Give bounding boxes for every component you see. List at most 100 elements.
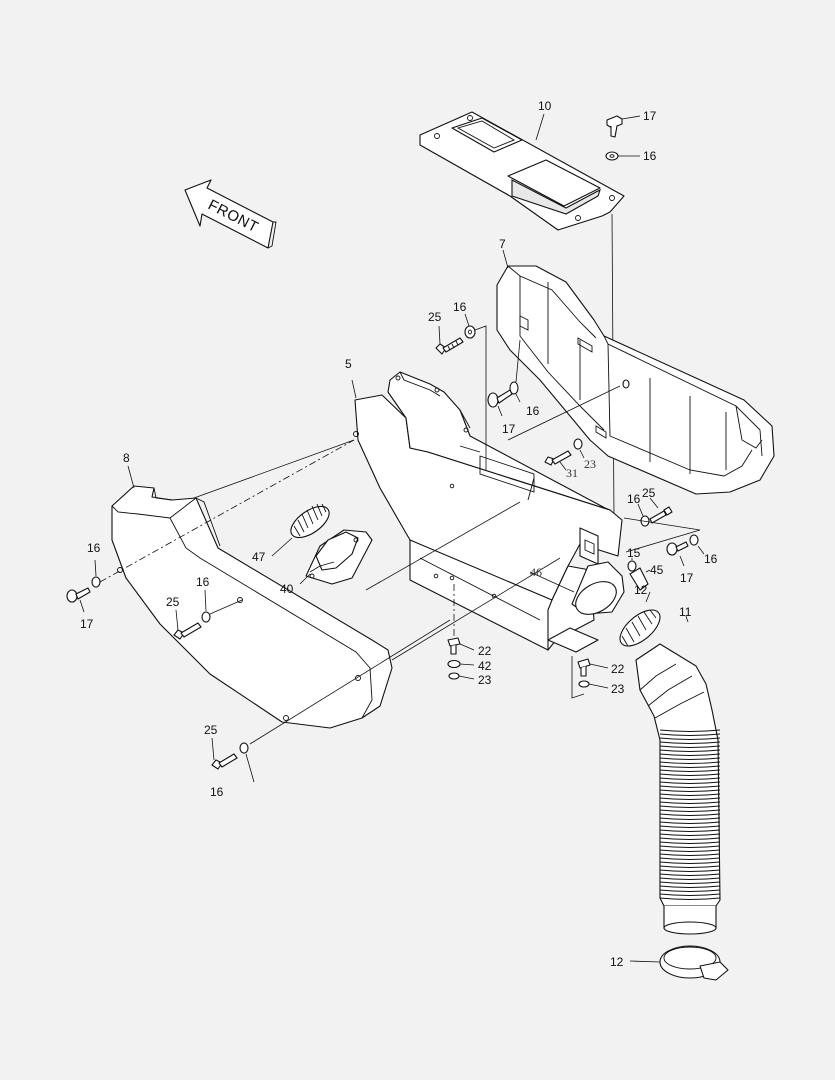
screw-17-mid bbox=[487, 389, 513, 417]
washer-23-center bbox=[448, 672, 475, 680]
callout-16-left: 16 bbox=[87, 541, 101, 555]
washer-16-left-b bbox=[201, 589, 211, 623]
hose-rib bbox=[659, 829, 721, 832]
callout-12-lower: 12 bbox=[610, 955, 624, 969]
callout-17-left: 17 bbox=[80, 617, 94, 631]
bolt-25-left bbox=[173, 609, 202, 640]
hose-rib bbox=[659, 765, 721, 768]
callout-16-bottom: 16 bbox=[210, 785, 224, 799]
callout-12-upper: 12 bbox=[634, 583, 648, 597]
callout-23-right: 23 bbox=[611, 682, 625, 696]
callout-22-right: 22 bbox=[611, 662, 625, 676]
hose-rib bbox=[659, 741, 721, 744]
hose-rib bbox=[659, 885, 721, 888]
assembly-alignment-lines bbox=[99, 439, 561, 745]
callout-25-right: 25 bbox=[642, 486, 656, 500]
callout-16-upper: 16 bbox=[453, 300, 467, 314]
washer-16-bottom bbox=[239, 742, 255, 783]
part-45-bolt bbox=[629, 567, 651, 591]
front-direction-arrow: FRONT bbox=[184, 179, 277, 249]
hose-rib bbox=[659, 833, 721, 836]
screw-head-7 bbox=[622, 379, 630, 389]
callout-labels: 10 17 16 7 25 16 5 16 17 31 23 8 16 25 1… bbox=[80, 99, 718, 969]
callout-47: 47 bbox=[252, 550, 266, 564]
callout-42: 42 bbox=[478, 659, 492, 673]
washer-23-mid bbox=[573, 438, 585, 459]
hose-rib bbox=[659, 825, 721, 828]
callout-16-mid: 16 bbox=[526, 404, 540, 418]
alignment-line-22 bbox=[571, 656, 585, 699]
callout-17-mid: 17 bbox=[502, 422, 516, 436]
part-15-screw bbox=[627, 558, 637, 572]
callout-16-right-b: 16 bbox=[704, 552, 718, 566]
washer-16-right-b bbox=[689, 534, 705, 555]
callout-23-mid: 23 bbox=[584, 457, 596, 471]
bolt-25-upper bbox=[435, 325, 464, 355]
bolt-25-right bbox=[649, 497, 673, 524]
hose-rib bbox=[659, 809, 721, 812]
hose-rib bbox=[659, 857, 721, 860]
hose-rib bbox=[659, 805, 721, 808]
hose-rib bbox=[659, 849, 721, 852]
callout-22-center: 22 bbox=[478, 644, 492, 658]
washer-16-right bbox=[637, 503, 650, 527]
callout-16-right: 16 bbox=[627, 492, 641, 506]
bolt-22-center bbox=[447, 637, 475, 655]
part-11-flexible-hose bbox=[635, 615, 721, 935]
washer-23-right bbox=[578, 680, 609, 689]
callout-16-left-b: 16 bbox=[196, 575, 210, 589]
hose-rib bbox=[659, 889, 721, 892]
hose-ribs bbox=[659, 729, 721, 900]
callout-25-bottom: 25 bbox=[204, 723, 218, 737]
bolt-22-right bbox=[577, 658, 609, 677]
hose-rib bbox=[659, 881, 721, 884]
screw-17-top bbox=[606, 115, 641, 138]
hose-rib bbox=[659, 773, 721, 776]
callout-10: 10 bbox=[538, 99, 552, 113]
hose-rib bbox=[659, 873, 721, 876]
callout-16-top: 16 bbox=[643, 149, 657, 163]
hose-rib bbox=[659, 781, 721, 784]
leader-46 bbox=[529, 571, 575, 593]
hose-rib bbox=[659, 757, 721, 760]
hose-rib bbox=[659, 869, 721, 872]
hose-rib bbox=[659, 893, 721, 896]
callout-15: 15 bbox=[627, 546, 641, 560]
washer-42-center bbox=[447, 659, 475, 669]
callout-8: 8 bbox=[123, 451, 130, 465]
part-47-clamp bbox=[271, 503, 330, 557]
hose-rib bbox=[659, 753, 721, 756]
callout-17-top: 17 bbox=[643, 109, 657, 123]
hose-rib bbox=[659, 841, 721, 844]
alignment-line-31 bbox=[507, 385, 621, 441]
screw-17-left bbox=[66, 587, 91, 613]
alignment-line-right bbox=[623, 517, 701, 553]
callout-31: 31 bbox=[566, 466, 578, 480]
hose-rib bbox=[659, 861, 721, 864]
callout-25-left: 25 bbox=[166, 595, 180, 609]
callout-7: 7 bbox=[499, 237, 506, 251]
hose-rib bbox=[659, 761, 721, 764]
callout-45: 45 bbox=[650, 563, 664, 577]
callout-25-upper: 25 bbox=[428, 310, 442, 324]
washer-16-left bbox=[91, 559, 101, 588]
part-12-lower-clamp bbox=[629, 945, 729, 981]
hose-rib bbox=[659, 817, 721, 820]
callout-11: 11 bbox=[679, 605, 692, 619]
callout-23-center: 23 bbox=[478, 673, 492, 687]
hose-rib bbox=[659, 865, 721, 868]
bolt-31 bbox=[544, 450, 572, 471]
washer-16-mid bbox=[509, 339, 521, 403]
callout-17-right: 17 bbox=[680, 571, 694, 585]
part-7-side-duct bbox=[496, 249, 775, 495]
callout-5: 5 bbox=[345, 357, 352, 371]
screw-17-right bbox=[666, 541, 689, 567]
part-8-front-panel bbox=[111, 465, 393, 729]
hose-rib bbox=[659, 837, 721, 840]
part-5-main-duct bbox=[351, 371, 625, 653]
washer-16-upper bbox=[464, 313, 487, 470]
hose-rib bbox=[659, 785, 721, 788]
hose-rib bbox=[659, 897, 721, 900]
